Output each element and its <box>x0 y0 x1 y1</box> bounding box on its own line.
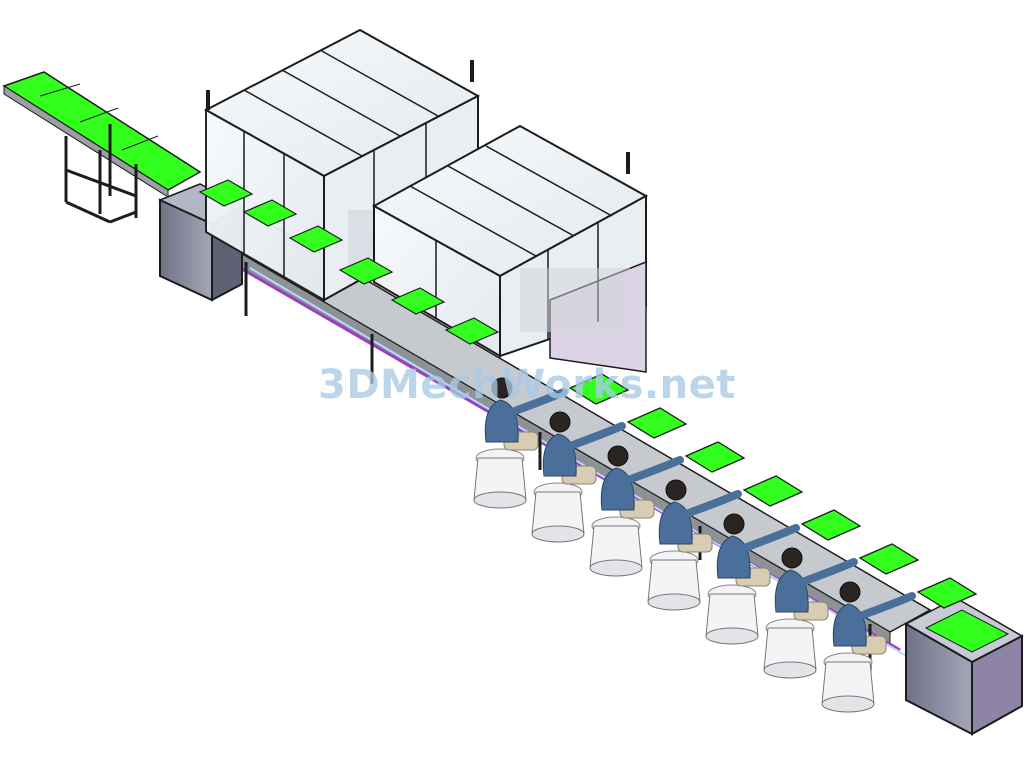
operator-station <box>473 373 630 509</box>
operator-arm <box>624 456 684 484</box>
stool-base <box>531 525 585 543</box>
operator-arm <box>508 388 568 416</box>
operator-head <box>549 411 571 433</box>
stack-light-1 <box>206 90 210 110</box>
operator-arm <box>566 422 626 450</box>
workstation-panel <box>684 441 746 473</box>
stool-base <box>763 661 817 679</box>
workstation-panel <box>568 373 630 405</box>
operator-stations <box>473 373 978 713</box>
operator-head <box>723 513 745 535</box>
enclosure-2 <box>371 124 649 373</box>
workstation-panel <box>626 407 688 439</box>
inner-product-panel <box>390 287 446 315</box>
stool-base <box>705 627 759 645</box>
operator-station <box>763 543 920 679</box>
operator-head <box>781 547 803 569</box>
stack-light-3 <box>626 152 630 174</box>
operator-head <box>607 445 629 467</box>
stool-base <box>647 593 701 611</box>
operator-arm <box>740 524 800 552</box>
workstation-panel <box>858 543 920 575</box>
infeed-conveyor <box>2 71 202 224</box>
operator-station <box>589 441 746 577</box>
inner-product-panel <box>444 317 500 345</box>
workstation-panel <box>916 577 978 609</box>
stack-light-2 <box>470 60 474 82</box>
inner-product-panels <box>198 179 500 345</box>
operator-station <box>705 509 862 645</box>
operator-station <box>531 407 688 543</box>
operator-station <box>821 577 978 713</box>
enclosure-2-frame <box>409 145 613 340</box>
operator-station <box>647 475 804 611</box>
operator-head <box>491 377 513 399</box>
stool-base <box>589 559 643 577</box>
inner-product-panel <box>198 179 254 207</box>
stool-base <box>473 491 527 509</box>
inner-product-panel <box>338 257 394 285</box>
operator-head <box>839 581 861 603</box>
operator-arm <box>682 490 742 518</box>
operator-head <box>665 479 687 501</box>
infeed-stand <box>64 124 138 224</box>
operator-arm <box>856 592 916 620</box>
inner-product-panel <box>288 225 344 253</box>
enclosure-2-machinery <box>520 268 630 332</box>
stack-lights <box>206 60 630 174</box>
workstation-panel <box>800 509 862 541</box>
operator-arm <box>798 558 858 586</box>
right-cabinet <box>904 597 1024 736</box>
workstation-panel <box>742 475 804 507</box>
stool-base <box>821 695 875 713</box>
inner-product-panel <box>242 199 298 227</box>
